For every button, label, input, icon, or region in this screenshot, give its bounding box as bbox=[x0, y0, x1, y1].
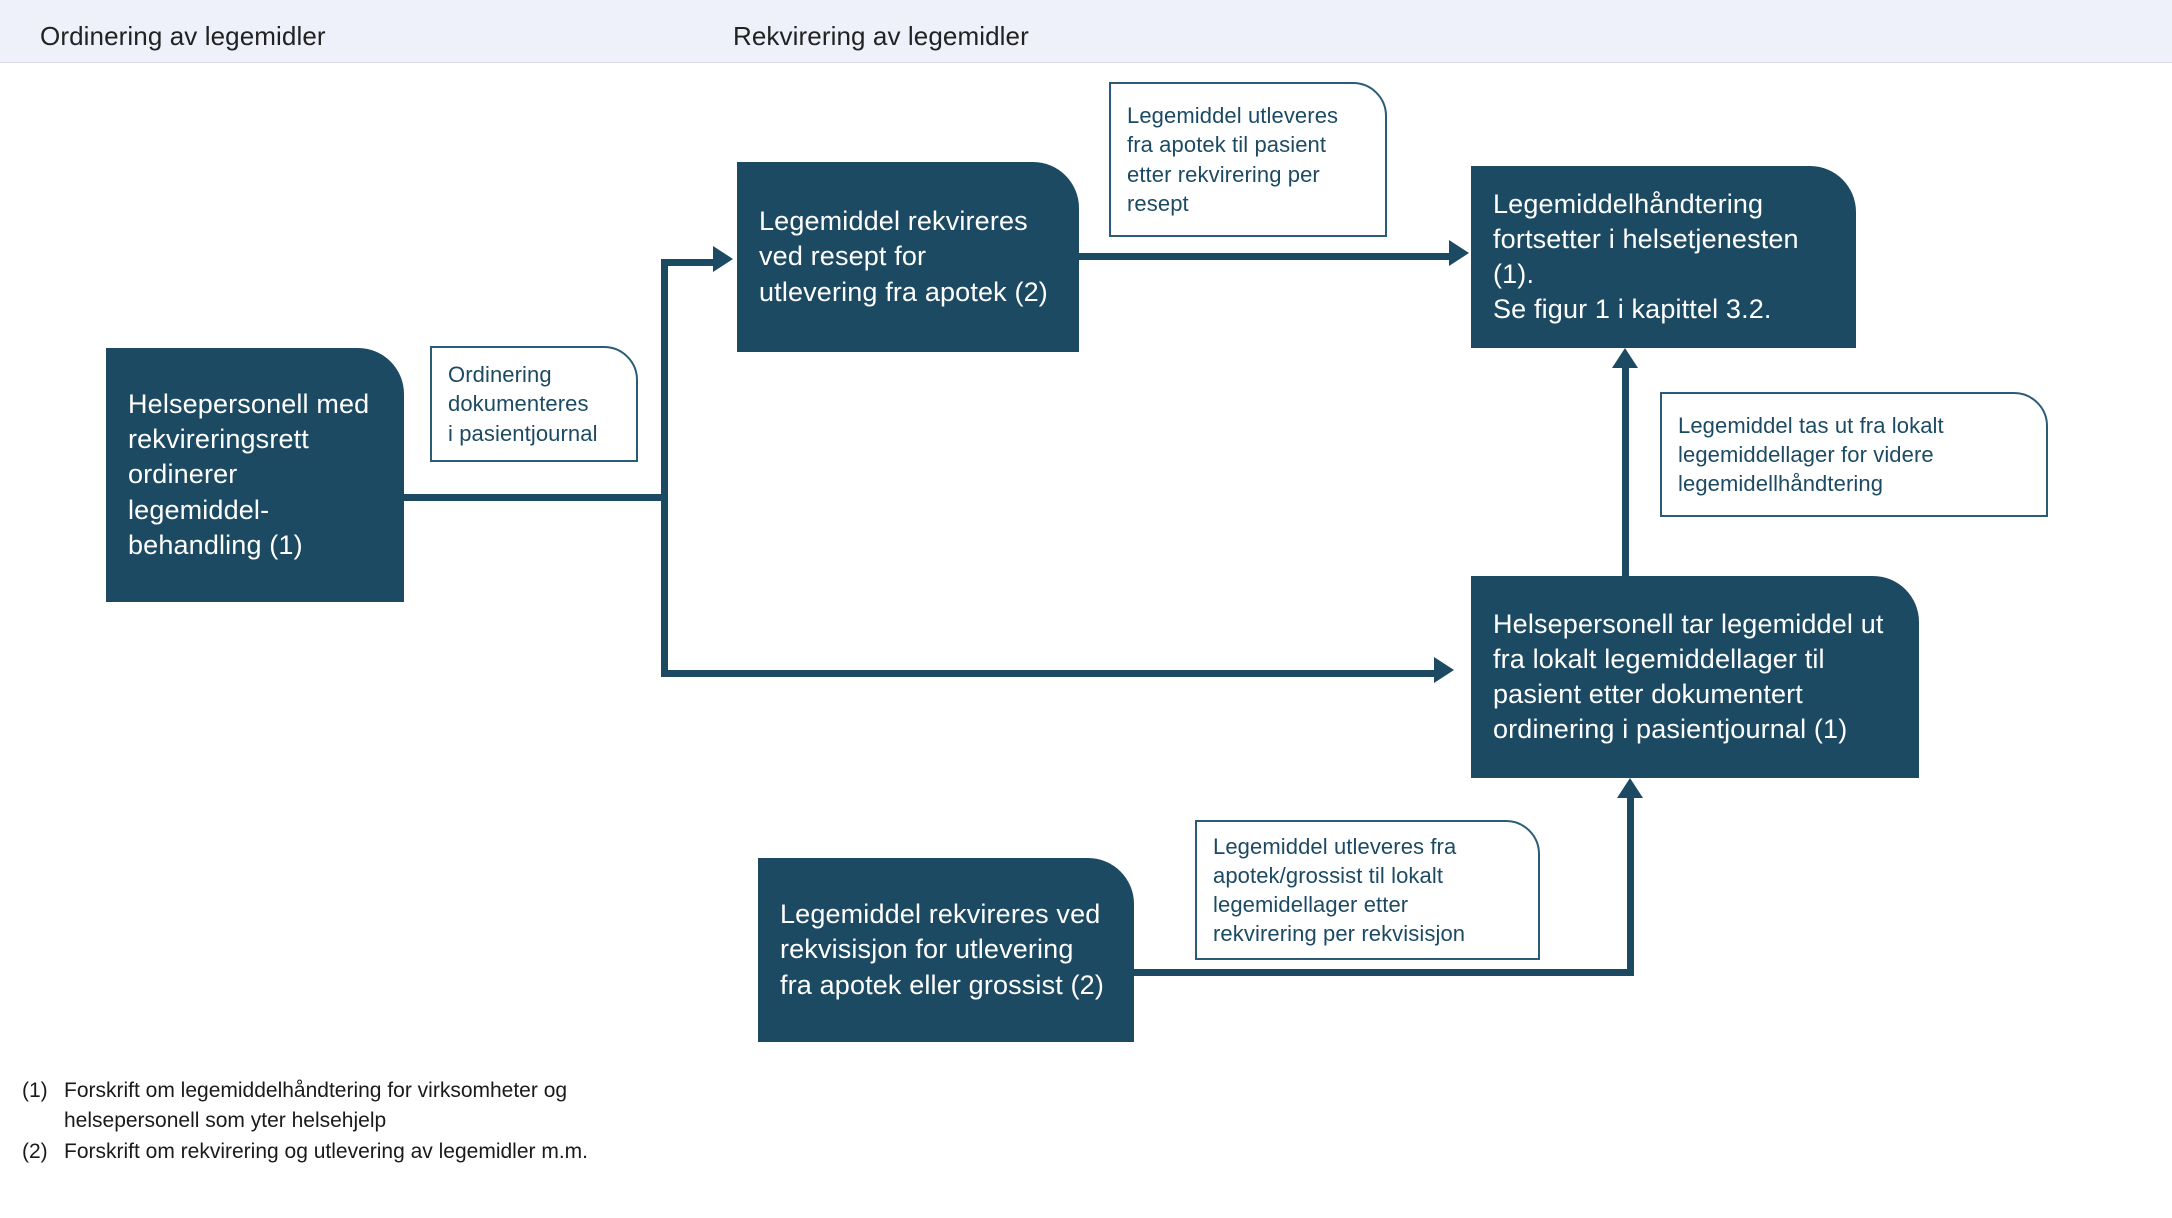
node-helsepersonell-ordinerer[interactable]: Helsepersonell med rekvireringsrett ordi… bbox=[106, 348, 404, 602]
edge-uttak-to-fortsetter bbox=[1622, 368, 1629, 580]
edge-rekvisisjon-to-uttak-horizontal bbox=[1134, 969, 1634, 976]
footnote-item: (1) Forskrift om legemiddelhåndtering fo… bbox=[22, 1076, 782, 1136]
footnote-text: Forskrift om rekvirering og utlevering a… bbox=[64, 1139, 588, 1163]
node-label: Legemiddelhåndtering fortsetter i helset… bbox=[1493, 188, 1799, 325]
node-legemiddelhandtering-fortsetter[interactable]: Legemiddelhåndtering fortsetter i helset… bbox=[1471, 166, 1856, 348]
note-label: Legemiddel utleveres fra apotek til pasi… bbox=[1127, 103, 1339, 216]
note-utlevering-resept: Legemiddel utleveres fra apotek til pasi… bbox=[1109, 82, 1387, 237]
arrowhead-up-icon bbox=[1617, 778, 1643, 798]
note-label: Legemiddel tas ut fra lokalt legemiddell… bbox=[1678, 412, 1944, 497]
swimlane-title-rekvirering: Rekvirering av legemidler bbox=[733, 21, 1029, 51]
footnote-marker: (1) bbox=[22, 1079, 48, 1102]
note-uttak-lokalt-lager: Legemiddel tas ut fra lokalt legemiddell… bbox=[1660, 392, 2048, 517]
node-label: Helsepersonell med rekvireringsrett ordi… bbox=[128, 389, 370, 560]
note-ordinering-dokumenteres: Ordinering dokumenteres i pasientjournal bbox=[430, 346, 638, 462]
node-rekvirering-resept[interactable]: Legemiddel rekvireres ved resept for utl… bbox=[737, 162, 1079, 352]
arrowhead-right-icon bbox=[713, 246, 733, 272]
edge-ordinerer-trunk-horizontal bbox=[404, 494, 668, 501]
arrowhead-right-icon bbox=[1434, 657, 1454, 683]
node-label: Legemiddel rekvireres ved rekvisisjon fo… bbox=[780, 899, 1104, 1000]
note-label: Legemiddel utleveres fra apotek/grossist… bbox=[1213, 833, 1466, 947]
edge-ordinerer-to-uttak bbox=[661, 670, 1436, 677]
edge-rekvisisjon-to-uttak-vertical bbox=[1627, 798, 1634, 976]
footnote-list: (1) Forskrift om legemiddelhåndtering fo… bbox=[22, 1076, 782, 1167]
footnote-text: Forskrift om legemiddelhåndtering for vi… bbox=[64, 1079, 568, 1132]
swimlane-header-band bbox=[0, 0, 2172, 63]
node-label: Helsepersonell tar legemiddel ut fra lok… bbox=[1493, 608, 1884, 745]
edge-ordinerer-trunk-vertical bbox=[661, 259, 668, 677]
node-label: Legemiddel rekvireres ved resept for utl… bbox=[759, 206, 1048, 307]
edge-resept-to-fortsetter bbox=[1079, 253, 1454, 260]
note-utlevering-rekvisisjon: Legemiddel utleveres fra apotek/grossist… bbox=[1195, 820, 1540, 960]
arrowhead-up-icon bbox=[1612, 348, 1638, 368]
node-rekvirering-rekvisisjon[interactable]: Legemiddel rekvireres ved rekvisisjon fo… bbox=[758, 858, 1134, 1042]
arrowhead-right-icon bbox=[1449, 240, 1469, 266]
footnote-item: (2) Forskrift om rekvirering og utleveri… bbox=[22, 1137, 782, 1167]
note-label: Ordinering dokumenteres i pasientjournal bbox=[448, 362, 598, 446]
node-uttak-lokalt-lager[interactable]: Helsepersonell tar legemiddel ut fra lok… bbox=[1471, 576, 1919, 778]
swimlane-title-ordinering: Ordinering av legemidler bbox=[40, 21, 326, 51]
edge-ordinerer-to-resept bbox=[661, 259, 715, 266]
footnote-marker: (2) bbox=[22, 1139, 48, 1163]
